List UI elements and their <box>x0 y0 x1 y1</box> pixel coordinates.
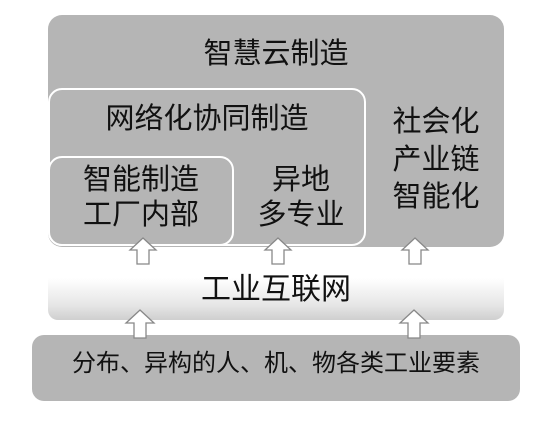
smart-factory-label: 智能制造 工厂内部 <box>82 162 199 232</box>
arrow-up-icon <box>128 237 158 265</box>
industrial-elements-label: 分布、异构的人、机、物各类工业要素 <box>72 349 480 377</box>
industrial-internet-bar <box>48 260 504 320</box>
remote-multidiscipline-label: 异地 多专业 <box>257 162 345 232</box>
social-industry-chain-label: 社会化 产业链 智能化 <box>392 104 480 214</box>
collaborative-manufacturing-title: 网络化协同制造 <box>105 101 309 135</box>
arrow-up-icon <box>398 309 430 339</box>
arrow-up-icon <box>124 309 156 339</box>
cloud-manufacturing-title: 智慧云制造 <box>203 36 349 70</box>
industrial-elements-bar <box>32 335 520 401</box>
arrow-up-icon <box>263 237 293 265</box>
industrial-internet-label: 工业互联网 <box>201 272 351 307</box>
arrow-up-icon <box>400 237 430 265</box>
